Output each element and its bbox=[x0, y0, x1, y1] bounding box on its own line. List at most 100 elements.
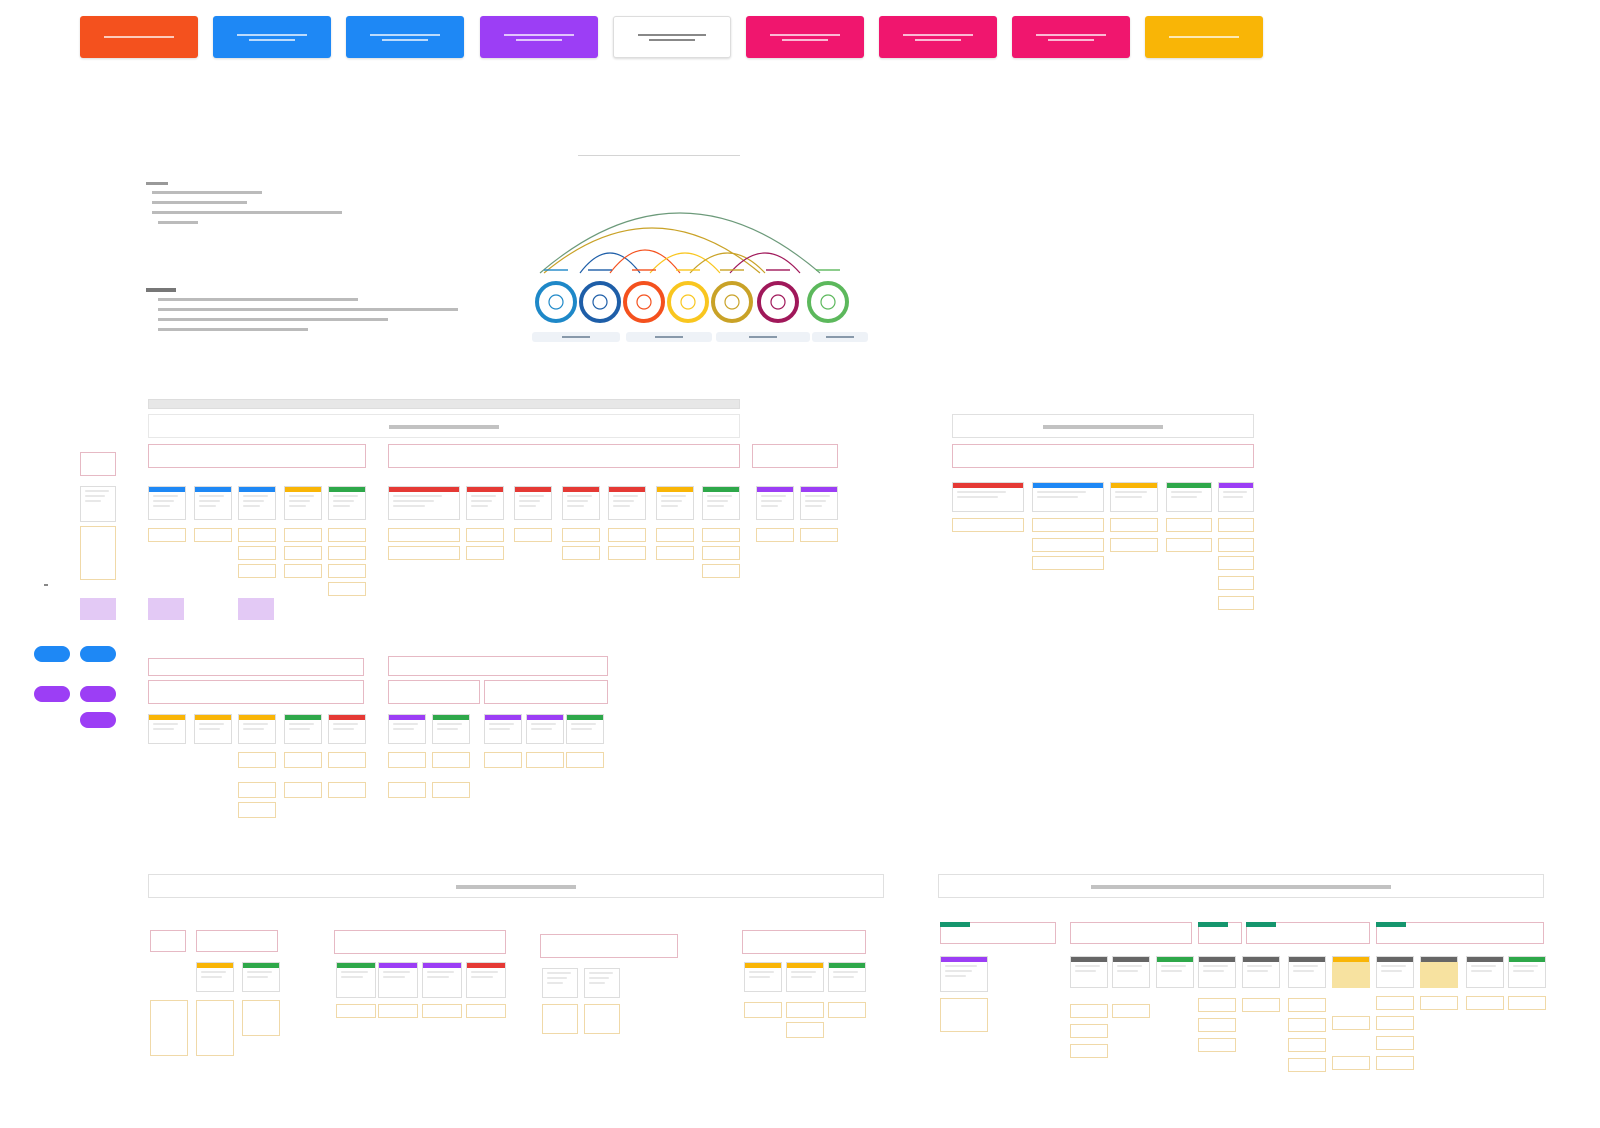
task-card[interactable] bbox=[194, 714, 232, 744]
legend-tag[interactable] bbox=[1012, 16, 1130, 58]
empty-card[interactable] bbox=[562, 528, 600, 542]
empty-card[interactable] bbox=[526, 752, 564, 768]
empty-card[interactable] bbox=[656, 528, 694, 542]
empty-card[interactable] bbox=[328, 528, 366, 542]
empty-card[interactable] bbox=[1288, 1018, 1326, 1032]
task-card[interactable] bbox=[328, 714, 366, 744]
empty-card[interactable] bbox=[432, 782, 470, 798]
empty-card[interactable] bbox=[1332, 1016, 1370, 1030]
task-card[interactable] bbox=[656, 486, 694, 520]
empty-card[interactable] bbox=[328, 546, 366, 560]
empty-card[interactable] bbox=[1166, 538, 1212, 552]
empty-card[interactable] bbox=[284, 564, 322, 578]
legend-tag[interactable] bbox=[746, 16, 864, 58]
empty-card[interactable] bbox=[1110, 538, 1158, 552]
empty-card[interactable] bbox=[1218, 596, 1254, 610]
empty-card[interactable] bbox=[328, 782, 366, 798]
empty-card[interactable] bbox=[1218, 518, 1254, 532]
empty-card[interactable] bbox=[284, 528, 322, 542]
task-card[interactable] bbox=[514, 486, 552, 520]
task-card[interactable] bbox=[242, 962, 280, 992]
empty-card[interactable] bbox=[238, 782, 276, 798]
task-card[interactable] bbox=[940, 956, 988, 992]
empty-card[interactable] bbox=[952, 518, 1024, 532]
empty-card[interactable] bbox=[702, 546, 740, 560]
empty-card[interactable] bbox=[388, 528, 460, 542]
task-card[interactable] bbox=[466, 962, 506, 998]
legend-tag[interactable] bbox=[879, 16, 997, 58]
empty-card[interactable] bbox=[1032, 556, 1104, 570]
task-card[interactable] bbox=[1376, 956, 1414, 988]
task-card[interactable] bbox=[238, 486, 276, 520]
empty-card[interactable] bbox=[756, 528, 794, 542]
task-card[interactable] bbox=[432, 714, 470, 744]
legend-tag[interactable] bbox=[213, 16, 331, 58]
task-card[interactable] bbox=[328, 486, 366, 520]
empty-card[interactable] bbox=[786, 1022, 824, 1038]
empty-card[interactable] bbox=[242, 1000, 280, 1036]
empty-card[interactable] bbox=[196, 1000, 234, 1056]
task-card[interactable] bbox=[786, 962, 824, 992]
task-card[interactable] bbox=[1466, 956, 1504, 988]
blue-pill[interactable] bbox=[80, 646, 116, 662]
empty-card[interactable] bbox=[800, 528, 838, 542]
purple-pill[interactable] bbox=[34, 686, 70, 702]
empty-card[interactable] bbox=[1420, 996, 1458, 1010]
empty-card[interactable] bbox=[1508, 996, 1546, 1010]
task-card[interactable] bbox=[1288, 956, 1326, 988]
empty-card[interactable] bbox=[1112, 1004, 1150, 1018]
task-card[interactable] bbox=[800, 486, 838, 520]
task-card[interactable] bbox=[1242, 956, 1280, 988]
empty-card[interactable] bbox=[1032, 538, 1104, 552]
empty-card[interactable] bbox=[702, 564, 740, 578]
empty-card[interactable] bbox=[388, 546, 460, 560]
bl-note[interactable] bbox=[150, 930, 186, 952]
lavender-sticky-note[interactable] bbox=[148, 598, 184, 620]
empty-card[interactable] bbox=[1376, 1016, 1414, 1030]
task-card[interactable] bbox=[566, 714, 604, 744]
empty-card[interactable] bbox=[150, 1000, 188, 1056]
empty-card[interactable] bbox=[1166, 518, 1212, 532]
task-card[interactable] bbox=[526, 714, 564, 744]
side-lavender-note[interactable] bbox=[80, 598, 116, 620]
task-card[interactable] bbox=[562, 486, 600, 520]
blue-pill[interactable] bbox=[34, 646, 70, 662]
empty-card[interactable] bbox=[378, 1004, 418, 1018]
task-card[interactable] bbox=[196, 962, 234, 992]
empty-card[interactable] bbox=[656, 546, 694, 560]
task-card[interactable] bbox=[1218, 482, 1254, 512]
empty-card[interactable] bbox=[1218, 556, 1254, 570]
task-card[interactable] bbox=[422, 962, 462, 998]
task-card[interactable] bbox=[388, 486, 460, 520]
empty-card[interactable] bbox=[1198, 1018, 1236, 1032]
empty-card[interactable] bbox=[1288, 998, 1326, 1012]
task-card[interactable] bbox=[1110, 482, 1158, 512]
empty-card[interactable] bbox=[1070, 1024, 1108, 1038]
lavender-sticky-note[interactable] bbox=[238, 598, 274, 620]
task-card[interactable] bbox=[702, 486, 740, 520]
empty-card[interactable] bbox=[562, 546, 600, 560]
task-card[interactable] bbox=[1166, 482, 1212, 512]
empty-card[interactable] bbox=[940, 998, 988, 1032]
empty-card[interactable] bbox=[608, 528, 646, 542]
empty-card[interactable] bbox=[514, 528, 552, 542]
empty-card[interactable] bbox=[584, 1004, 620, 1034]
empty-card[interactable] bbox=[238, 802, 276, 818]
task-card[interactable] bbox=[1070, 956, 1108, 988]
empty-card[interactable] bbox=[1288, 1058, 1326, 1072]
empty-card[interactable] bbox=[1070, 1044, 1108, 1058]
empty-card[interactable] bbox=[466, 528, 504, 542]
task-card[interactable] bbox=[284, 486, 322, 520]
empty-card[interactable] bbox=[484, 752, 522, 768]
empty-card[interactable] bbox=[1032, 518, 1104, 532]
empty-card[interactable] bbox=[80, 526, 116, 580]
empty-card[interactable] bbox=[1376, 1036, 1414, 1050]
legend-tag[interactable] bbox=[346, 16, 464, 58]
empty-card[interactable] bbox=[566, 752, 604, 768]
empty-card[interactable] bbox=[336, 1004, 376, 1018]
empty-card[interactable] bbox=[466, 1004, 506, 1018]
empty-card[interactable] bbox=[238, 752, 276, 768]
task-card[interactable] bbox=[1112, 956, 1150, 988]
task-card[interactable] bbox=[1198, 956, 1236, 988]
empty-card[interactable] bbox=[1198, 1038, 1236, 1052]
